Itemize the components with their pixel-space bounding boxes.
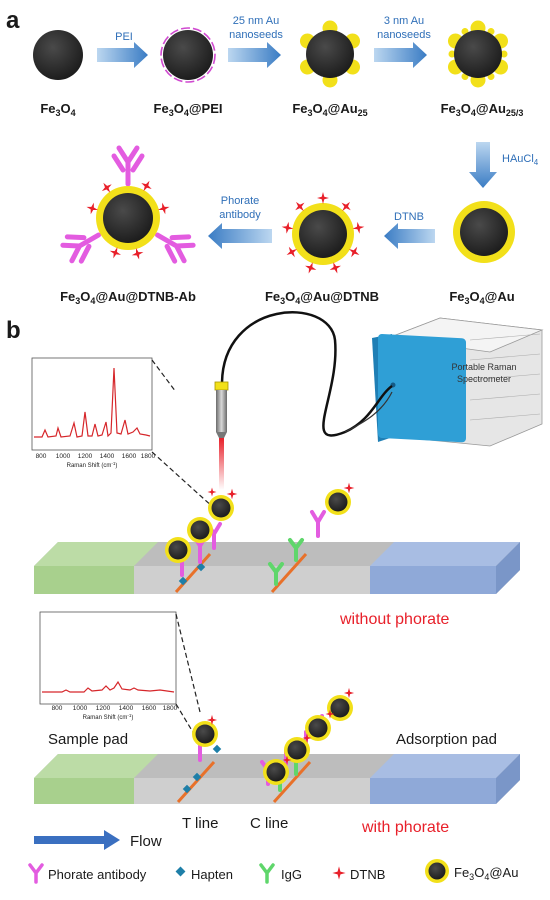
- with-phorate-label: with phorate: [361, 819, 449, 836]
- fe3o4-au-dtnb-ab-particle: [60, 145, 196, 264]
- spectrum-top-tick-1000: 1000: [56, 453, 71, 460]
- fe3o4-au-dtnb-ab-label: Fe3O4@Au@DTNB-Ab: [60, 289, 196, 306]
- c-line-label: C line: [250, 815, 288, 832]
- callout-line-top-1: [151, 451, 215, 509]
- fe3o4-pei-core: [163, 30, 213, 80]
- t-line-bottom: [176, 760, 216, 804]
- arrow-25nm-label-1: 25 nm Au: [233, 15, 279, 27]
- fe3o4-au25-3-label: Fe3O4@Au25/3: [441, 101, 524, 118]
- spectrum-top-tick-1400: 1400: [100, 453, 115, 460]
- legend-hapten-icon: [175, 866, 186, 877]
- arrow-antibody-label-1: Phorate: [221, 195, 260, 207]
- spectrum-top-tick-1600: 1600: [122, 453, 137, 460]
- t-line-complexes-top: [165, 487, 238, 586]
- arrow-antibody-label-2: antibody: [219, 209, 261, 221]
- spectrum-bottom-tick-1400: 1400: [119, 705, 134, 712]
- spectrum-top-tick-1800: 1800: [141, 453, 156, 460]
- fe3o4-au25-label: Fe3O4@Au25: [292, 101, 367, 118]
- t-line-label: T line: [182, 815, 218, 832]
- legend-antibody-label: Phorate antibody: [48, 867, 147, 882]
- spectrum-bottom-line: [42, 680, 175, 693]
- c-line-bottom: [272, 760, 312, 804]
- fe3o4-au25-particle: [299, 20, 361, 88]
- fe3o4-au-dtnb-particle: [280, 192, 366, 276]
- adsorption-pad-bottom: [370, 754, 520, 778]
- without-phorate-label: without phorate: [339, 611, 450, 628]
- arrow-3nm-label-2: nanoseeds: [377, 29, 431, 41]
- sample-pad-bottom: [34, 754, 158, 778]
- raman-spectrometer: [372, 317, 544, 447]
- legend-dtnb-label: DTNB: [350, 867, 385, 882]
- arrow-antibody: [208, 223, 272, 249]
- adsorption-pad-top: [370, 542, 520, 566]
- sample-pad-top: [34, 542, 158, 566]
- fe3o4-au-label: Fe3O4@Au: [449, 289, 514, 306]
- spectrum-top-tick-1200: 1200: [78, 453, 93, 460]
- c-line-complexes-bottom: [260, 687, 355, 792]
- arrow-haucl4-label: HAuCl4: [502, 153, 539, 167]
- device-label-2: Spectrometer: [457, 374, 511, 384]
- spectrum-top-axis-label: Raman Shift (cm-1): [67, 461, 118, 469]
- sample-pad-label: Sample pad: [48, 731, 128, 748]
- fe3o4-pei-label: Fe3O4@PEI: [154, 101, 223, 118]
- callout-line-bottom-2: [175, 703, 195, 735]
- legend-particle-label: Fe3O4@Au: [454, 865, 518, 882]
- arrow-3nm-seeds: [374, 42, 427, 68]
- arrow-3nm-label-1: 3 nm Au: [384, 15, 424, 27]
- legend-dtnb-icon: [332, 866, 346, 880]
- strip-without-phorate: [34, 542, 520, 594]
- arrow-25nm-seeds: [228, 42, 281, 68]
- legend-igg-label: IgG: [281, 867, 302, 882]
- spectrum-bottom-tick-1800: 1800: [163, 705, 178, 712]
- spectrum-top: 800 1000 1200 1400 1600 1800 Raman Shift…: [31, 357, 156, 469]
- t-line-top: [174, 552, 212, 594]
- pei-coating: [160, 27, 216, 83]
- flow-arrow: [34, 830, 120, 850]
- adsorption-pad-label: Adsorption pad: [396, 731, 497, 748]
- arrow-25nm-label-2: nanoseeds: [229, 29, 283, 41]
- fe3o4-au-dtnb-label: Fe3O4@Au@DTNB: [265, 289, 379, 306]
- fe3o4-core: [33, 30, 83, 80]
- device-label-1: Portable Raman: [451, 362, 516, 372]
- callout-line-top-2: [151, 359, 177, 393]
- fe3o4-au25-3-particle: [447, 20, 509, 88]
- flow-label: Flow: [130, 833, 162, 850]
- fe3o4-label: Fe3O4: [40, 101, 75, 118]
- arrow-haucl4: [469, 142, 497, 188]
- arrow-pei-label: PEI: [115, 31, 133, 43]
- legend-antibody-icon: [28, 863, 44, 884]
- spectrum-bottom-tick-1000: 1000: [73, 705, 88, 712]
- legend-igg-icon: [259, 863, 275, 884]
- fiber-cable-2: [344, 391, 393, 433]
- spectrum-top-tick-800: 800: [36, 453, 47, 460]
- callout-line-bottom-1: [175, 613, 201, 713]
- fe3o4-au-particle: [453, 201, 515, 263]
- panel-b-label: b: [6, 317, 21, 344]
- spectrum-bottom-tick-1600: 1600: [142, 705, 157, 712]
- legend: Phorate antibody Hapten IgG DTNB Fe3O4@A…: [28, 859, 518, 884]
- panel-a-label: a: [6, 7, 20, 34]
- spectrum-bottom-tick-800: 800: [52, 705, 63, 712]
- spectrum-bottom-axis-label: Raman Shift (cm-1): [83, 713, 134, 721]
- spectrum-bottom: 800 1000 1200 1400 1600 1800 Raman Shift…: [39, 611, 178, 721]
- raman-probe: [214, 381, 229, 490]
- spectrum-bottom-tick-1200: 1200: [96, 705, 111, 712]
- arrow-dtnb: [384, 223, 435, 249]
- fiber-cable: [220, 311, 393, 437]
- c-line-top: [270, 552, 308, 594]
- legend-particle-icon: [425, 859, 449, 883]
- arrow-dtnb-label: DTNB: [394, 211, 424, 223]
- c-line-complexes-top: [268, 482, 355, 586]
- spectrum-top-line: [34, 367, 151, 438]
- legend-hapten-label: Hapten: [191, 867, 233, 882]
- arrow-pei: [97, 42, 148, 68]
